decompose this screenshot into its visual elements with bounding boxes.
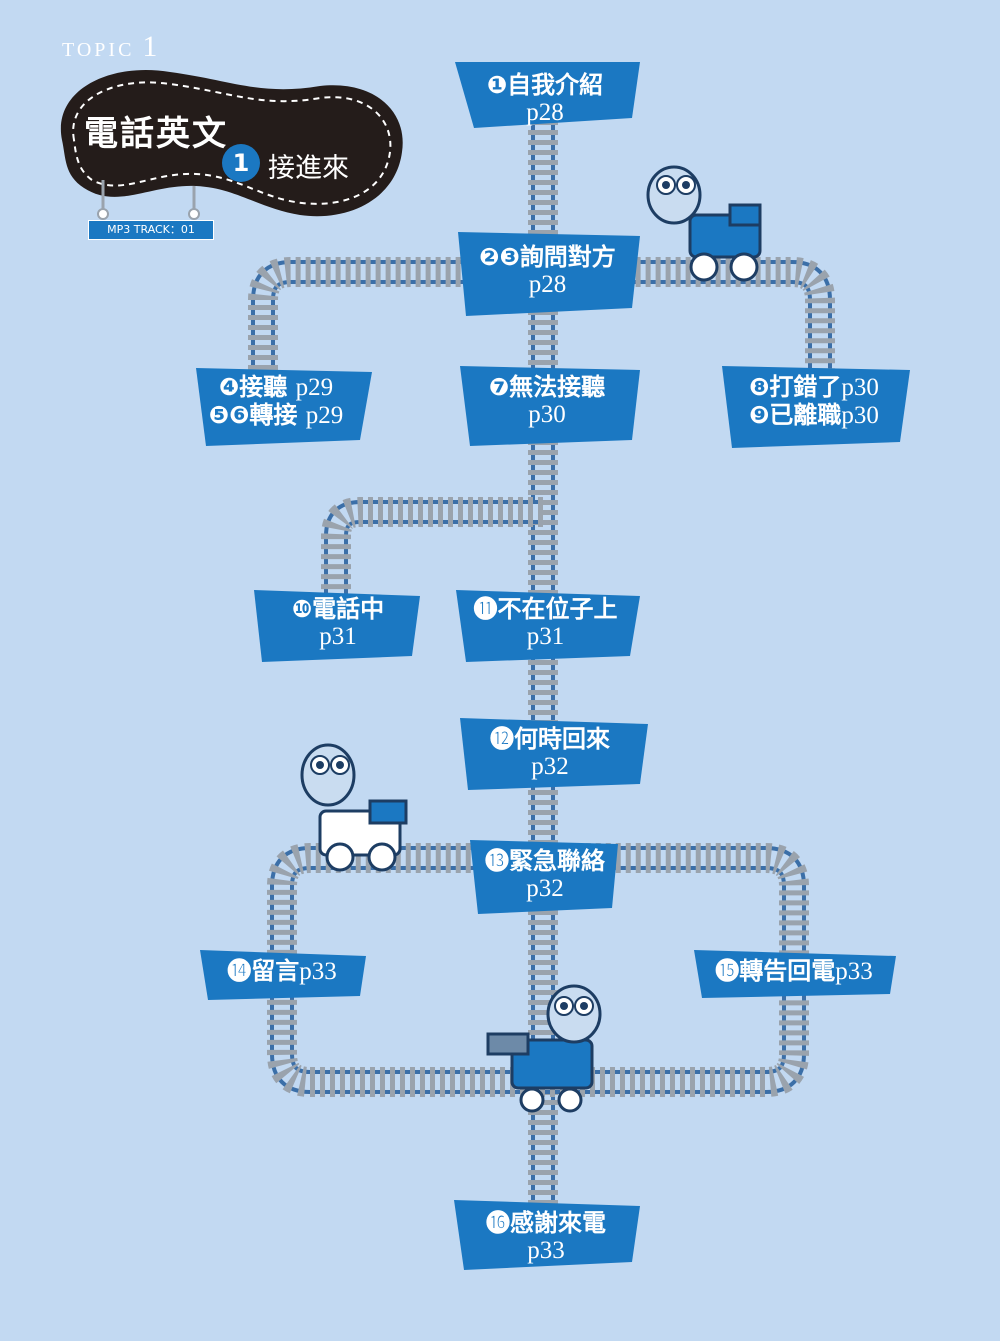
sign-line-busy[interactable]: ❿電話中 p31 [258,596,418,651]
sign-board [200,950,366,1000]
sign-label: ❷❸詢問對方 [479,243,616,271]
title-blob [60,69,403,217]
sign-page: p31 [319,622,357,650]
sign-board [470,840,618,914]
title-blob-stitch [72,81,392,205]
sign-label: ⓯轉告回電 [715,957,836,985]
sign-board [196,368,372,446]
sign-page: p28 [526,98,564,126]
sign-urgent-contact[interactable]: ⓭緊急聯絡 p32 [472,848,618,903]
train-3 [486,984,602,1113]
sign-board [454,1200,640,1270]
sign-label: ⓮留言 [227,957,300,985]
page-title: 電話英文 [84,114,228,154]
sign-pass-message[interactable]: ⓯轉告回電p33 [694,958,894,986]
sign-label: ❺❻轉接 [208,401,298,429]
sign-label: ❶自我介紹 [486,71,604,99]
sign-label: ❽打錯了 [749,373,842,401]
sign-board [460,366,640,446]
sign-page: p31 [526,622,565,650]
track-ties [248,257,835,400]
topic-word: TOPIC [62,39,135,61]
sign-label: ⓰感謝來電 [486,1209,606,1237]
sign-page: p33 [835,958,873,985]
sign-board [455,62,640,128]
train-1 [646,165,762,282]
sign-page: p32 [526,874,564,902]
sign-label: ❿電話中 [291,595,385,623]
sign-page: p29 [295,374,334,401]
sign-leave-message[interactable]: ⓮留言p33 [202,958,362,986]
track-ties [267,843,809,1097]
sign-page: p30 [841,402,879,429]
topic-label: TOPIC 1 [62,30,157,64]
sign-wrong-number[interactable]: ❽打錯了p30 ❾已離職p30 [724,374,904,430]
sign-return-time[interactable]: ⓬何時回來 p32 [460,726,640,781]
sign-board [460,718,648,790]
sign-page: p30 [528,400,566,428]
sign-ask-caller[interactable]: ❷❸詢問對方 p28 [460,244,635,299]
sign-page: p28 [528,270,567,298]
sign-page: p33 [299,958,337,985]
sign-answer-transfer[interactable]: ❹接聽 p29 ❺❻轉接 p29 [196,374,356,430]
sign-label: ⓭緊急聯絡 [485,847,605,875]
sign-unavailable[interactable]: ❼無法接聽 p30 [462,374,632,429]
subtitle-number-badge: 1 [222,144,260,182]
sign-thanks-for-calling[interactable]: ⓰感謝來電 p33 [456,1210,636,1265]
topic-number: 1 [142,30,158,63]
sign-label: ❾已離職 [749,401,842,429]
sign-label: ❹接聽 [218,373,288,401]
sign-page: p29 [305,402,344,429]
train-2 [300,743,408,872]
sign-page: p32 [531,752,569,780]
track-ties [321,497,543,610]
sign-label: ❼無法接聽 [488,373,606,401]
sign-board [254,590,420,662]
sign-label: ⓬何時回來 [490,725,610,753]
sign-self-intro[interactable]: ❶自我介紹 p28 [455,72,635,127]
sign-not-at-desk[interactable]: ⓫不在位子上 p31 [458,596,633,651]
mp3-track-tag: MP3 TRACK：01 [88,220,214,240]
sign-board [456,590,640,662]
sign-page: p30 [841,374,879,401]
sign-board [722,366,910,448]
sign-board [458,232,640,316]
sign-board [694,950,896,998]
sign-label: ⓫不在位子上 [473,595,618,623]
sign-page: p33 [527,1236,565,1264]
subtitle: 接進來 [268,153,349,184]
